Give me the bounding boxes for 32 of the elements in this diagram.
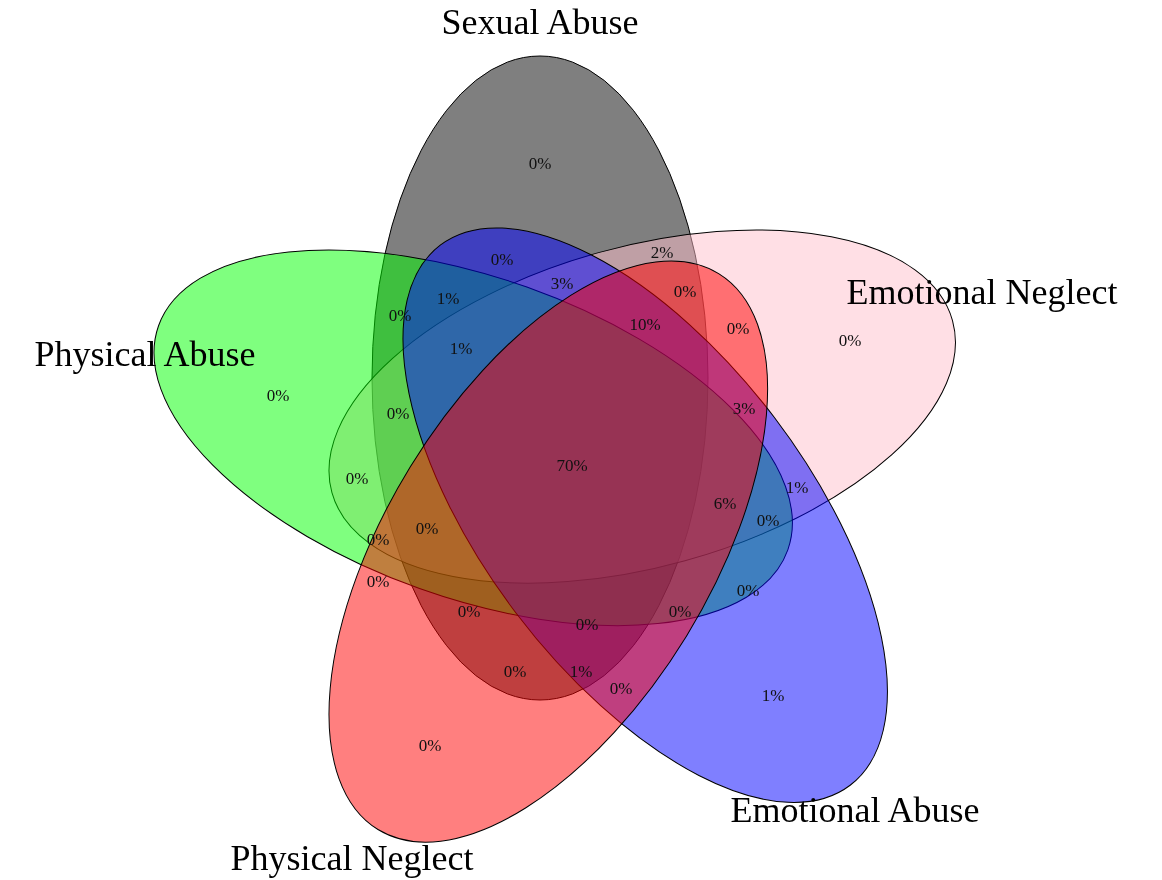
set-label: Sexual Abuse: [441, 4, 639, 40]
region-percentage: 10%: [629, 315, 661, 333]
region-percentage: 70%: [556, 456, 588, 474]
region-percentage: 0%: [668, 602, 692, 620]
region-percentage: 0%: [415, 519, 439, 537]
region-percentage: 1%: [785, 478, 809, 496]
region-percentage: 6%: [713, 494, 737, 512]
region-percentage: 1%: [569, 662, 593, 680]
set-label: Emotional Abuse: [730, 792, 980, 828]
region-percentage: 0%: [386, 404, 410, 422]
region-percentage: 0%: [503, 662, 527, 680]
region-percentage: 1%: [761, 686, 785, 704]
region-percentage: 2%: [650, 243, 674, 261]
region-percentage: 0%: [575, 615, 599, 633]
region-percentage: 3%: [550, 274, 574, 292]
set-label: Physical Neglect: [230, 840, 474, 876]
region-percentage: 0%: [490, 250, 514, 268]
region-percentage: 0%: [726, 319, 750, 337]
region-percentage: 0%: [609, 679, 633, 697]
region-percentage: 3%: [732, 399, 756, 417]
region-percentage: 0%: [366, 572, 390, 590]
region-percentage: 0%: [457, 602, 481, 620]
region-percentage: 0%: [418, 736, 442, 754]
region-percentage: 1%: [449, 339, 473, 357]
region-percentage: 0%: [838, 331, 862, 349]
region-percentage: 0%: [736, 581, 760, 599]
region-percentage: 0%: [266, 386, 290, 404]
region-percentage: 0%: [756, 511, 780, 529]
region-percentage: 1%: [436, 289, 460, 307]
region-percentage: 0%: [673, 282, 697, 300]
region-percentage: 0%: [345, 469, 369, 487]
region-percentage: 0%: [528, 154, 552, 172]
